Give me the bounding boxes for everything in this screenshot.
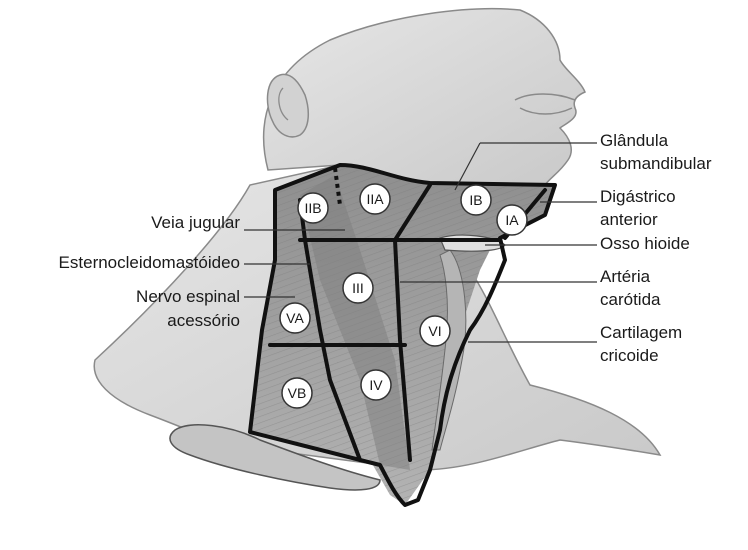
label-esternocleidomastoideo: Esternocleidomastóideo xyxy=(20,252,240,274)
level-iib-label: IIB xyxy=(304,200,321,216)
label-arteria-line1: Artéria xyxy=(600,266,650,288)
label-veia-jugular: Veia jugular xyxy=(60,212,240,234)
label-glandula-line2: submandibular xyxy=(600,153,712,175)
label-cartilagem-line1: Cartilagem xyxy=(600,322,682,344)
head-silhouette xyxy=(264,9,585,185)
label-glandula-line1: Glândula xyxy=(600,130,668,152)
label-digastrico-line1: Digástrico xyxy=(600,186,676,208)
level-vb-label: VB xyxy=(288,385,307,401)
level-iv-label: IV xyxy=(369,377,383,393)
level-ib-label: IB xyxy=(469,192,482,208)
level-vi-label: VI xyxy=(428,323,441,339)
label-nervo-line1: Nervo espinal xyxy=(60,286,240,308)
label-cartilagem-line2: cricoide xyxy=(600,345,659,367)
level-ia-label: IA xyxy=(505,212,519,228)
level-va-label: VA xyxy=(286,310,304,326)
level-iii-label: III xyxy=(352,280,364,296)
label-nervo-line2: acessório xyxy=(60,310,240,332)
label-osso-hioide: Osso hioide xyxy=(600,233,690,255)
level-iia-label: IIA xyxy=(366,191,384,207)
label-arteria-line2: carótida xyxy=(600,289,660,311)
label-digastrico-line2: anterior xyxy=(600,209,658,231)
